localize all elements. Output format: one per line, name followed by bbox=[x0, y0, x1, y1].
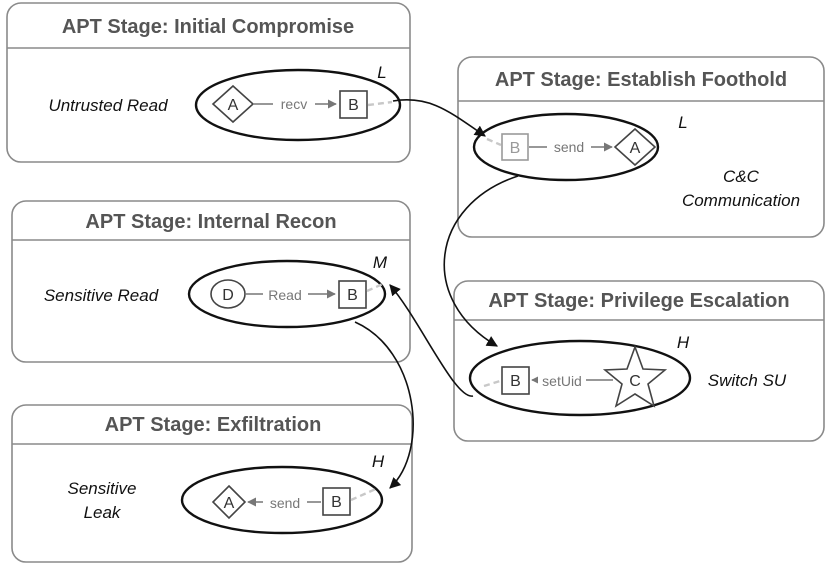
node-label: B bbox=[510, 373, 521, 390]
node-diamond: A bbox=[613, 127, 657, 167]
integrity-level: L bbox=[377, 63, 386, 82]
node-label: D bbox=[222, 287, 234, 304]
stage-caption-line1: Sensitive bbox=[68, 479, 137, 498]
dashed-connector bbox=[486, 137, 502, 147]
dashed-connector bbox=[483, 379, 501, 388]
stage-internal-recon: APT Stage: Internal Recon Sensitive Read… bbox=[11, 200, 411, 363]
node-label: B bbox=[348, 97, 359, 114]
stage-establish-foothold: APT Stage: Establish Foothold C&C Commun… bbox=[457, 56, 825, 238]
stage-caption: Switch SU bbox=[708, 371, 787, 390]
dashed-connector bbox=[350, 486, 379, 502]
stage-title: APT Stage: Exfiltration bbox=[105, 414, 322, 436]
stage-caption: Untrusted Read bbox=[48, 96, 168, 115]
square-shape bbox=[501, 366, 530, 395]
stage-initial-compromise: APT Stage: Initial Compromise Untrusted … bbox=[6, 2, 411, 163]
integrity-level: M bbox=[373, 253, 388, 272]
node-label: B bbox=[510, 140, 521, 157]
node-star: C bbox=[602, 344, 668, 408]
node-square: B bbox=[338, 280, 367, 309]
integrity-level: H bbox=[677, 333, 690, 352]
edge-label-bg bbox=[538, 370, 586, 390]
node-label: C bbox=[629, 373, 641, 390]
dashed-connector bbox=[367, 100, 393, 107]
node-square: B bbox=[322, 487, 351, 516]
node-label: B bbox=[347, 287, 358, 304]
node-diamond: A bbox=[211, 484, 247, 520]
flow-arrow-escalation-to-recon bbox=[389, 284, 474, 397]
square-shape bbox=[339, 90, 368, 119]
dashed-connector bbox=[366, 281, 386, 293]
stage-title: APT Stage: Privilege Escalation bbox=[488, 290, 789, 312]
stage-title: APT Stage: Initial Compromise bbox=[62, 16, 354, 38]
stage-caption-line1: C&C bbox=[723, 167, 760, 186]
square-shape bbox=[322, 487, 351, 516]
node-label: A bbox=[228, 97, 239, 114]
stage-caption-line2: Leak bbox=[84, 503, 122, 522]
node-square: B bbox=[339, 90, 368, 119]
integrity-level: L bbox=[678, 113, 687, 132]
node-circle: D bbox=[210, 279, 246, 309]
diamond-shape bbox=[613, 127, 657, 167]
edge-label-bg bbox=[273, 94, 315, 114]
stage-privilege-escalation: APT Stage: Privilege Escalation Switch S… bbox=[453, 280, 825, 442]
edge-label: send bbox=[270, 495, 300, 511]
node-diamond: A bbox=[211, 84, 255, 124]
edge-label: recv bbox=[281, 96, 307, 112]
integrity-level: H bbox=[372, 452, 385, 471]
node-label: A bbox=[630, 140, 641, 157]
flow-arrow-compromise-to-foothold bbox=[392, 99, 486, 137]
circle-shape bbox=[210, 279, 246, 309]
stage-caption-line2: Communication bbox=[682, 191, 800, 210]
node-label: A bbox=[224, 495, 235, 512]
stage-title: APT Stage: Establish Foothold bbox=[495, 69, 787, 91]
node-label: B bbox=[331, 494, 342, 511]
node-square: B bbox=[501, 366, 530, 395]
edge-label-bg bbox=[547, 137, 591, 157]
edge-label: setUid bbox=[542, 373, 582, 389]
flow-arrow-recon-to-exfiltration bbox=[354, 321, 414, 489]
edge-label: send bbox=[554, 139, 584, 155]
stage-exfiltration: APT Stage: Exfiltration Sensitive Leak H… bbox=[11, 404, 413, 563]
star-shape bbox=[602, 344, 668, 408]
stage-caption: Sensitive Read bbox=[44, 286, 159, 305]
flow-arrow-foothold-to-escalation bbox=[443, 175, 519, 347]
diamond-shape bbox=[211, 484, 247, 520]
diamond-shape bbox=[211, 84, 255, 124]
stage-title: APT Stage: Internal Recon bbox=[85, 211, 336, 233]
edge-label-bg bbox=[263, 284, 308, 304]
edge-label: Read bbox=[268, 287, 301, 303]
edge-label-bg bbox=[263, 492, 307, 512]
square-shape bbox=[501, 133, 529, 161]
node-square: B bbox=[501, 133, 529, 161]
square-shape bbox=[338, 280, 367, 309]
